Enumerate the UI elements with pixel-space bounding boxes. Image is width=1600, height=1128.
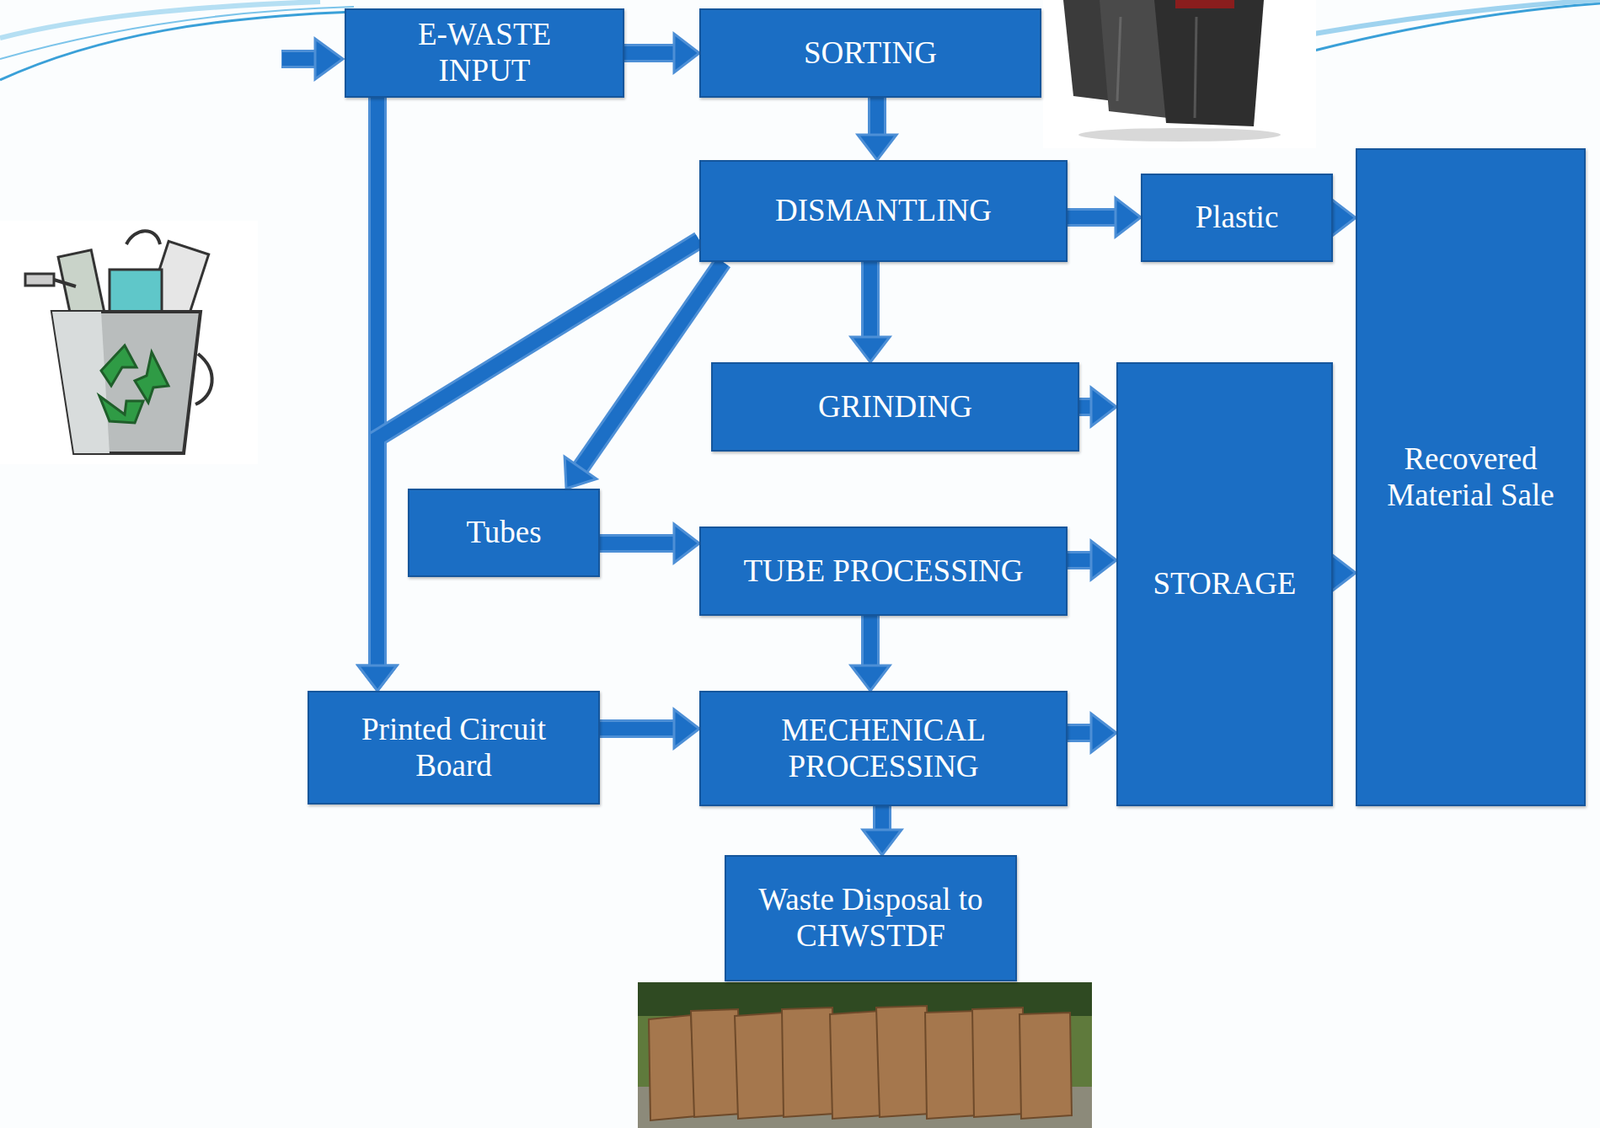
arrow-shaft — [599, 536, 675, 551]
arrow-shaft — [580, 262, 723, 468]
arrow-shaft-edge — [599, 719, 675, 739]
arrow-head — [358, 665, 397, 691]
box-label: Recovered Material Sale — [1385, 441, 1558, 514]
flow-arrow — [1330, 198, 1356, 238]
box-label: GRINDING — [818, 389, 973, 426]
flow-arrow — [1067, 713, 1117, 753]
arrow-shaft — [1067, 553, 1092, 568]
arrow-shaft-edge — [861, 262, 880, 338]
box-label: DISMANTLING — [775, 192, 992, 230]
arrow-shaft-edge — [599, 534, 675, 553]
arrow-shaft — [624, 46, 675, 60]
arrow-shaft-edge — [1067, 551, 1092, 570]
process-box: DISMANTLING — [699, 160, 1068, 263]
arrow-head — [674, 524, 700, 563]
flow-arrow — [862, 806, 902, 856]
process-box: SORTING — [699, 8, 1042, 98]
arrow-shaft — [870, 97, 884, 135]
box-label: TUBE PROCESSING — [743, 553, 1023, 590]
arrow-head — [674, 709, 700, 749]
box-label: Tubes — [465, 514, 541, 552]
arrow-shaft-edge — [867, 97, 887, 135]
arrow-shaft — [875, 806, 889, 830]
arrow-head — [850, 337, 890, 363]
arrow-shaft — [599, 722, 675, 736]
process-box: STORAGE — [1116, 362, 1333, 807]
flow-arrow — [1067, 197, 1141, 237]
arrow-head — [1091, 387, 1117, 427]
process-box: Tubes — [407, 488, 600, 578]
arrow-shaft-edge — [1067, 208, 1116, 227]
box-label: SORTING — [803, 35, 937, 72]
box-label: MECHENICAL PROCESSING — [743, 712, 1024, 785]
arrow-shaft-edge — [1079, 397, 1092, 417]
process-box: Printed Circuit Board — [307, 690, 600, 805]
arrow-shaft — [1067, 726, 1092, 740]
flow-arrow — [1079, 387, 1117, 427]
flow-arrow — [1067, 540, 1117, 580]
waste-bins-picture — [1043, 0, 1317, 149]
arrow-shaft — [863, 615, 878, 666]
flow-arrow — [599, 524, 700, 563]
box-label: E-WASTE INPUT — [406, 16, 563, 89]
flow-arrow — [624, 33, 700, 73]
flow-arrow — [850, 262, 890, 363]
arrow-shaft-edge — [624, 43, 675, 63]
arrow-shaft-edge — [872, 806, 892, 830]
flow-arrow — [358, 240, 700, 691]
process-box: GRINDING — [711, 362, 1080, 452]
arrow-shaft-edge — [861, 615, 880, 666]
process-box: MECHENICAL PROCESSING — [699, 690, 1068, 807]
process-box: TUBE PROCESSING — [699, 526, 1068, 616]
arrow-head — [1091, 713, 1117, 753]
arrow-shaft — [1079, 400, 1092, 414]
box-label: Plastic — [1195, 199, 1279, 236]
arrow-shaft-edge — [377, 240, 700, 666]
arrow-head — [358, 665, 397, 691]
process-box: Waste Disposal to CHWSTDF — [724, 855, 1017, 982]
box-label: STORAGE — [1153, 566, 1297, 603]
paper-bags-picture — [637, 982, 1092, 1128]
flow-arrow — [564, 262, 723, 489]
process-box: Recovered Material Sale — [1355, 148, 1586, 807]
arrow-head — [674, 33, 700, 73]
flow-arrow — [857, 97, 897, 161]
flow-arrow — [599, 709, 700, 749]
flow-arrow — [850, 615, 890, 691]
arrow-head — [1115, 197, 1141, 237]
flow-arrow — [1330, 553, 1356, 593]
arrow-head — [564, 456, 597, 489]
arrow-shaft — [1067, 210, 1116, 225]
arrow-shaft — [377, 240, 700, 666]
arrow-head — [1330, 553, 1356, 593]
arrow-head — [862, 829, 902, 856]
arrow-shaft — [863, 262, 878, 338]
box-label: Printed Circuit Board — [329, 711, 579, 784]
arrow-head — [857, 134, 897, 161]
arrow-head — [1091, 540, 1117, 580]
arrow-head — [1330, 198, 1356, 238]
recycle-bin-icon — [0, 220, 258, 465]
input-arrow — [281, 38, 343, 80]
box-label: Waste Disposal to CHWSTDF — [754, 882, 989, 954]
process-box: Plastic — [1140, 173, 1333, 263]
arrow-head — [850, 665, 890, 691]
arrow-shaft-edge — [580, 262, 723, 468]
arrow-shaft-edge — [1067, 723, 1092, 743]
process-box: E-WASTE INPUT — [344, 8, 625, 98]
